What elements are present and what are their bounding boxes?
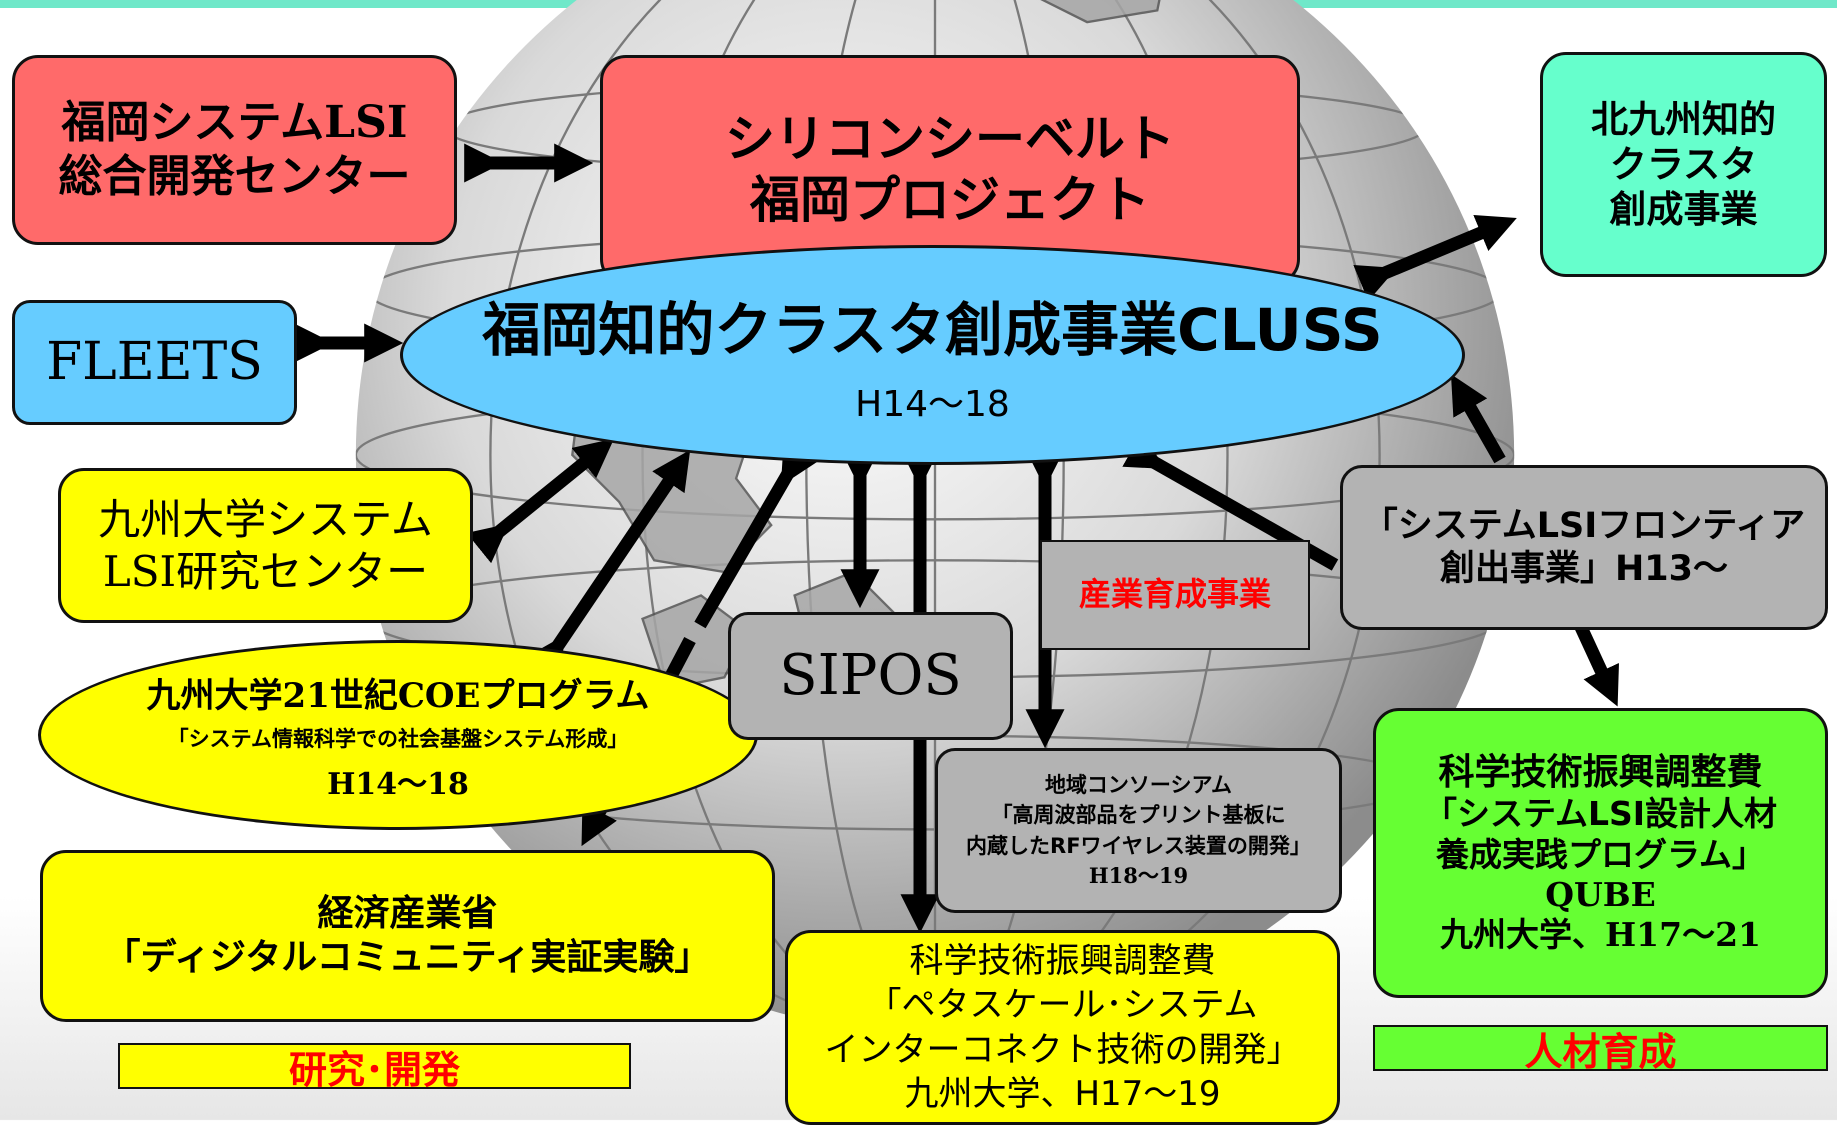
arrow-frontier-qube	[1574, 622, 1619, 707]
petascale-box: 科学技術振興調整費 「ペタスケール･システム インターコネクト技術の開発」 九州…	[785, 930, 1340, 1125]
coe-line2: 「システム情報科学での社会基盤システム形成」	[167, 726, 629, 751]
petascale-line2: 「ペタスケール･システム	[867, 985, 1258, 1026]
kitakyushu-cluster-box: 北九州知的 クラスタ 創成事業	[1540, 52, 1827, 277]
fukuoka-lsi-line2: 総合開発センター	[58, 151, 411, 202]
meti-box: 経済産業省 「ディジタルコミュニティ実証実験」	[40, 850, 775, 1022]
arrow-coe-cluss	[527, 449, 691, 679]
arrow-kyushulsi-cluss	[466, 438, 615, 564]
fukuoka-lsi-center-box: 福岡システムLSI 総合開発センター	[12, 55, 457, 245]
arrow-meti-cluss	[694, 442, 818, 629]
kitakyushu-line2: クラスタ	[1609, 142, 1758, 186]
consortium-line4: H18～19	[1088, 862, 1189, 888]
lsi-frontier-line2: 創出事業」H13～	[1440, 548, 1728, 589]
coe-line3: H14～18	[327, 766, 469, 802]
lsi-frontier-line1: 「システムLSIフロンティア	[1362, 505, 1806, 546]
qube-line3: 養成実践プログラム」	[1435, 834, 1765, 874]
arrow-frontier-cluss-right	[1450, 374, 1506, 464]
talent-development-text: 人材育成	[1524, 1029, 1677, 1074]
coe-line1: 九州大学21世紀COEプログラム	[146, 675, 650, 716]
research-development-label: 研究･開発	[118, 1043, 631, 1092]
consortium-line2: 「高周波部品をプリント基板に	[991, 803, 1286, 828]
kyushu-lsi-research-center-box: 九州大学システム LSI研究センター	[58, 468, 473, 623]
silicon-seabelt-line1: シリコンシーベルト	[725, 110, 1175, 168]
qube-line2: 「システムLSI設計人材	[1423, 794, 1778, 834]
qube-program-box: 科学技術振興調整費 「システムLSI設計人材 養成実践プログラム」 QUBE 九…	[1373, 708, 1828, 998]
silicon-seabelt-box: シリコンシーベルト 福岡プロジェクト	[600, 55, 1300, 285]
kyushu-lsi-line2: LSI研究センター	[102, 546, 429, 596]
cluss-period: H14～18	[855, 384, 1010, 425]
industry-development-label: 産業育成事業	[1078, 575, 1271, 614]
industry-development-box: 産業育成事業	[1040, 540, 1310, 650]
qube-line4: QUBE	[1545, 874, 1656, 914]
sipos-label: SIPOS	[779, 642, 962, 708]
consortium-line3: 内蔵したRFワイヤレス装置の開発」	[966, 833, 1311, 858]
fukuoka-lsi-line1: 福岡システムLSI	[61, 97, 408, 149]
cluss-ellipse: 福岡知的クラスタ創成事業CLUSS H14～18	[400, 245, 1465, 465]
qube-line5: 九州大学、H17～21	[1439, 915, 1762, 955]
regional-consortium-box: 地域コンソーシアム 「高周波部品をプリント基板に 内蔵したRFワイヤレス装置の開…	[935, 748, 1342, 913]
meti-line1: 経済産業省	[317, 893, 498, 935]
sipos-box: SIPOS	[728, 612, 1013, 740]
qube-line1: 科学技術振興調整費	[1438, 751, 1763, 793]
kyushu-lsi-line1: 九州大学システム	[98, 495, 433, 545]
talent-development-label: 人材育成	[1373, 1025, 1828, 1074]
petascale-line4: 九州大学、H17～19	[904, 1073, 1221, 1114]
research-development-text: 研究･開発	[288, 1047, 460, 1092]
lsi-frontier-box: 「システムLSIフロンティア 創出事業」H13～	[1340, 465, 1828, 630]
meti-line2: 「ディジタルコミュニティ実証実験」	[104, 937, 711, 978]
arrow-kitakyushu-cluss	[1353, 215, 1517, 302]
coe-program-ellipse: 九州大学21世紀COEプログラム 「システム情報科学での社会基盤システム形成」 …	[38, 640, 758, 830]
kitakyushu-line1: 北九州知的	[1591, 97, 1776, 141]
fleets-label: FLEETS	[46, 331, 263, 392]
silicon-seabelt-line2: 福岡プロジェクト	[750, 171, 1150, 229]
kitakyushu-line3: 創成事業	[1609, 188, 1758, 232]
consortium-line1: 地域コンソーシアム	[1044, 772, 1233, 797]
petascale-line3: インターコネクト技術の開発」	[824, 1029, 1301, 1070]
fleets-box: FLEETS	[12, 300, 297, 425]
cluss-title: 福岡知的クラスタ創成事業CLUSS	[482, 296, 1383, 364]
petascale-line1: 科学技術振興調整費	[909, 941, 1216, 982]
